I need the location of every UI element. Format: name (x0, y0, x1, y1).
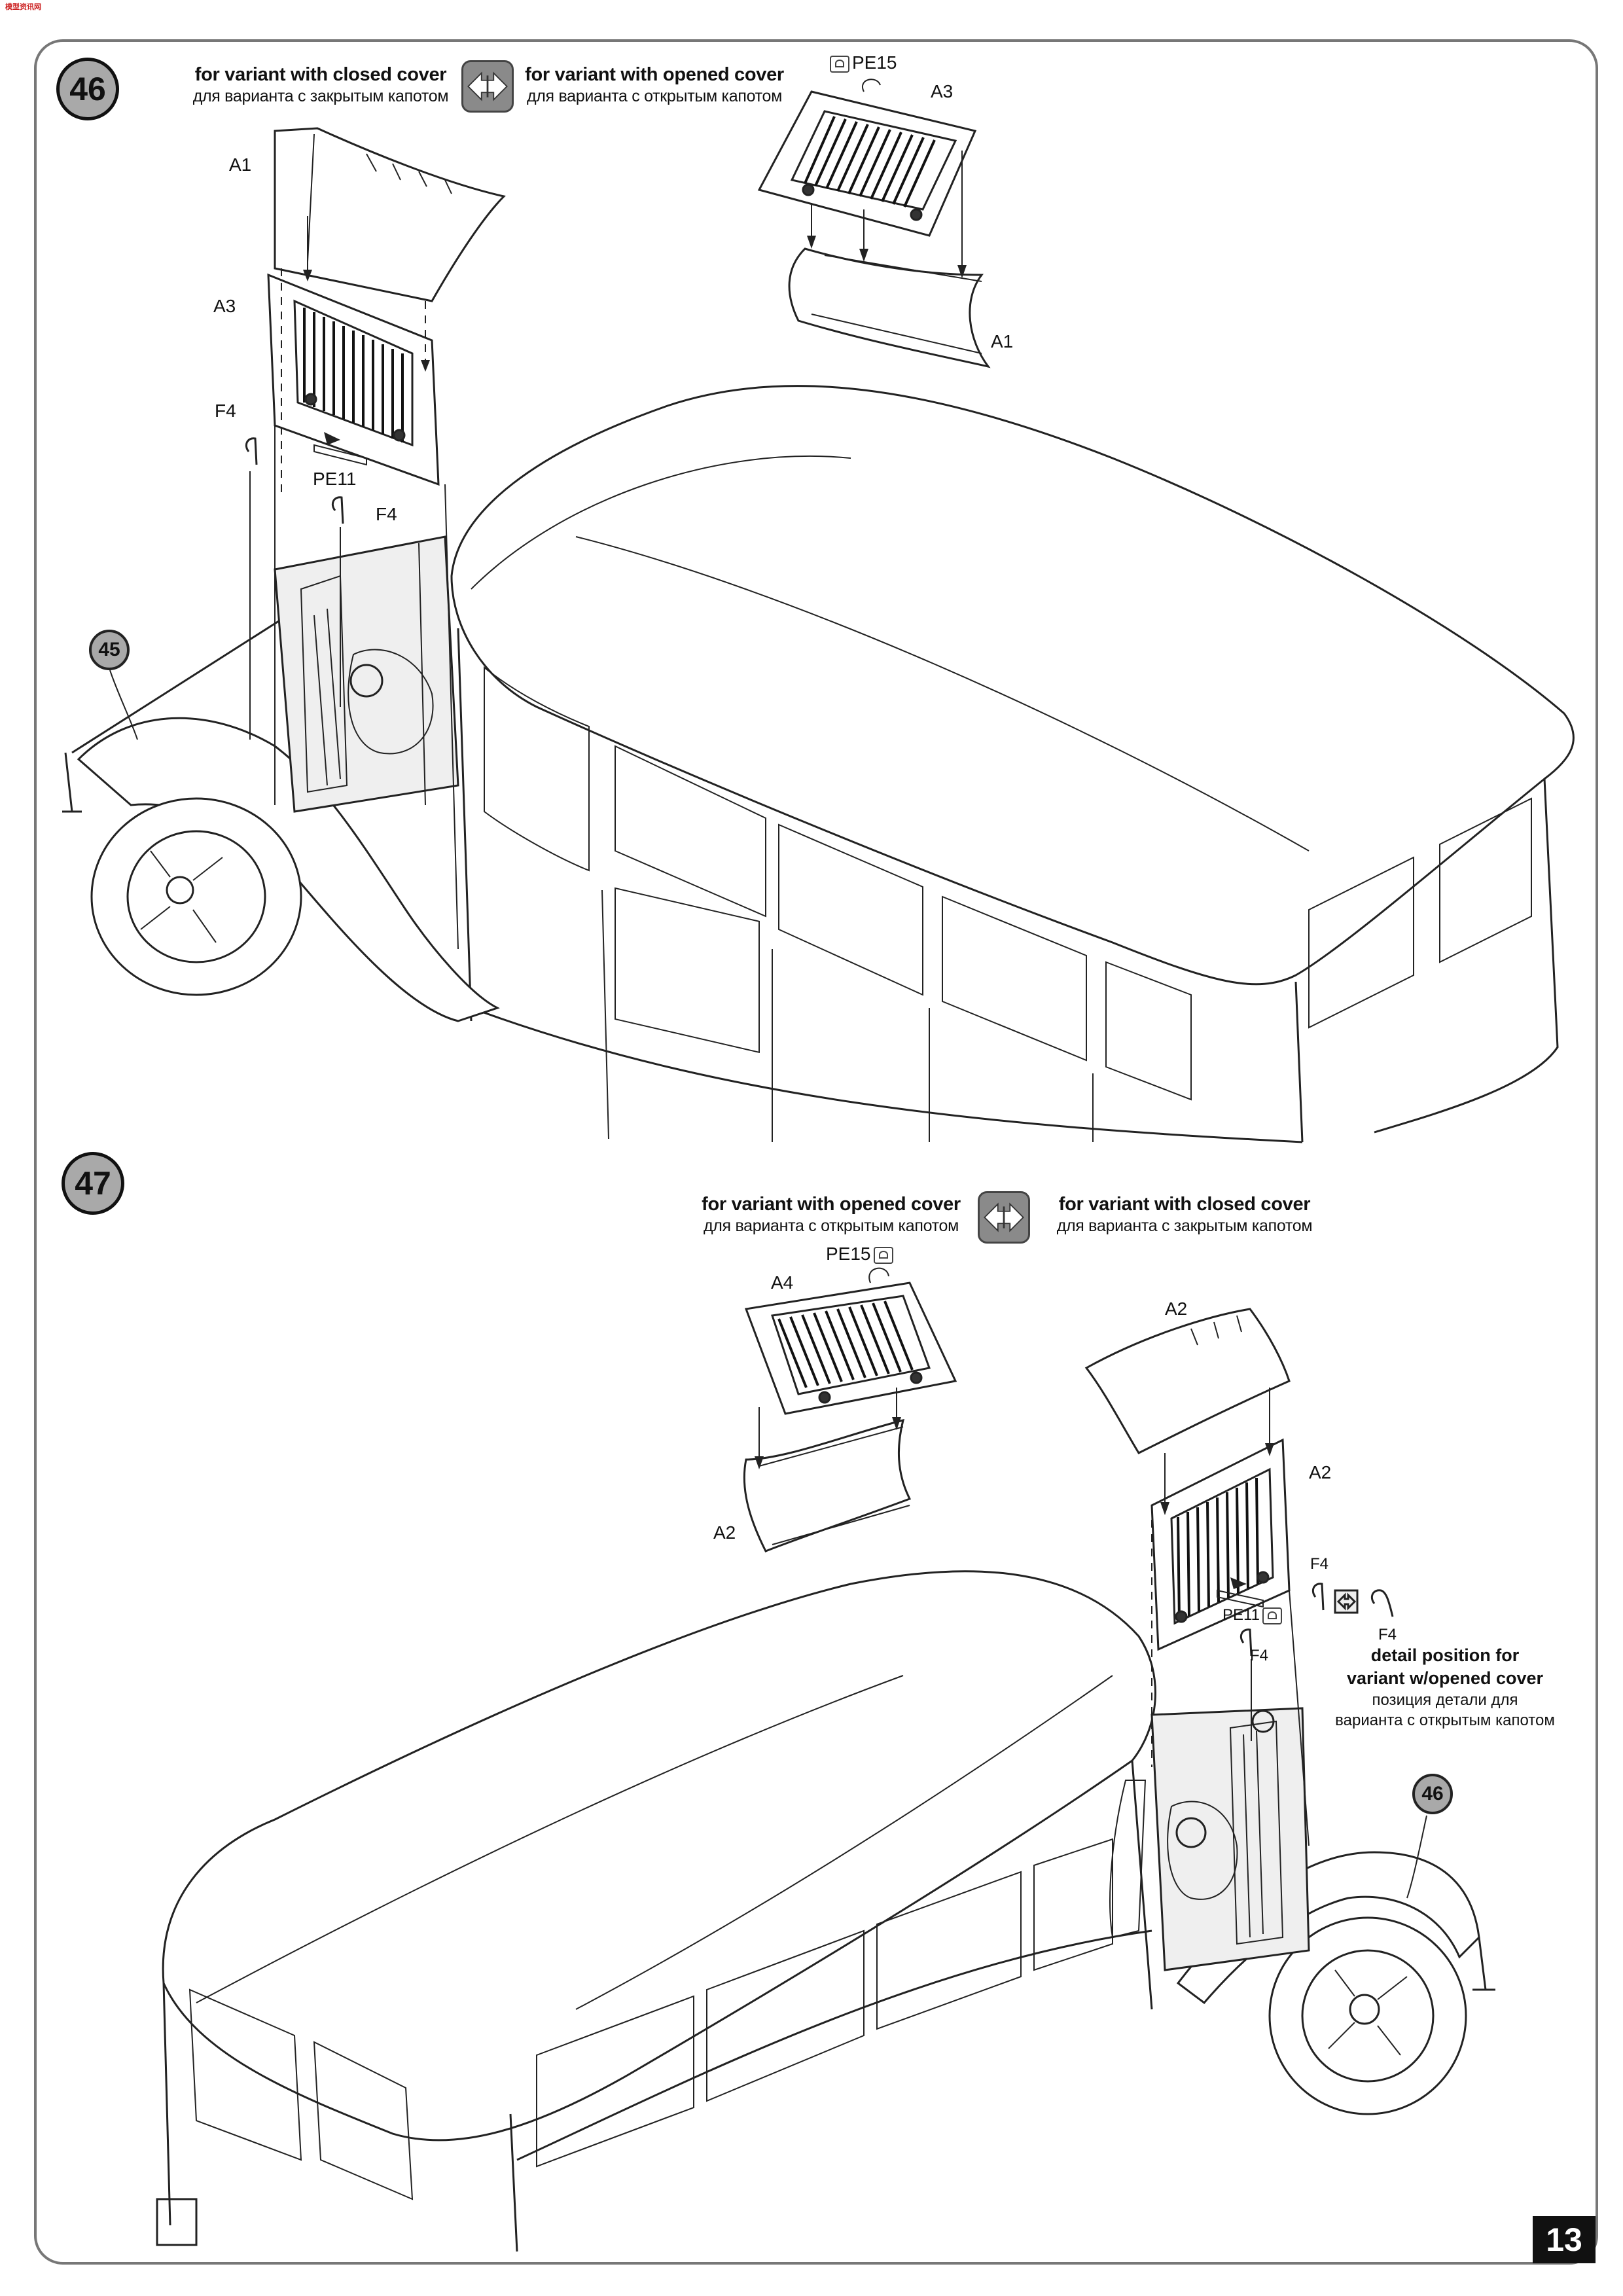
part-label-f4: F4 (376, 504, 397, 524)
step46-caption-opened: for variant with opened cover для вариан… (524, 63, 785, 107)
part-label-a2: A2 (713, 1522, 736, 1543)
step46-left-exploded (245, 127, 506, 950)
caption-ru: для варианта с закрытым капотом (1056, 1217, 1313, 1236)
part-label-pe15: PE15 (826, 1244, 896, 1265)
part-label-f4: F4 (215, 401, 236, 421)
part-label-a4: A4 (771, 1272, 794, 1293)
step46-bus-drawing (62, 385, 1575, 1143)
detail-position-note: detail position for variant w/opened cov… (1335, 1645, 1555, 1730)
caption-ru: для варианта с закрытым капотом (192, 87, 449, 106)
step-46-badge: 46 (56, 58, 119, 120)
part-label-a2: A2 (1309, 1462, 1332, 1482)
step-47-badge: 47 (62, 1152, 124, 1215)
caption-en: for variant with closed cover (1058, 1194, 1311, 1215)
corner-logo: 模型资讯网 (5, 3, 41, 11)
step-46-reference-badge: 46 (1412, 1774, 1453, 1814)
step-45-reference-badge: 45 (89, 630, 130, 670)
step47-caption-opened: for variant with opened cover для вариан… (694, 1193, 969, 1237)
caption-en: for variant with opened cover (525, 64, 784, 85)
part-label-f4: F4 (1310, 1555, 1329, 1573)
part-label-pe11: PE11 (1222, 1606, 1285, 1624)
caption-ru: для варианта с открытым капотом (703, 1217, 959, 1236)
part-label-pe11: PE11 (313, 469, 357, 489)
photo-etch-icon (830, 55, 849, 73)
step47-left-exploded (743, 1267, 957, 1552)
part-label-a3: A3 (213, 296, 236, 316)
step47-caption-closed: for variant with closed cover для вариан… (1047, 1193, 1322, 1237)
page-frame (34, 39, 1598, 2265)
part-label-f4: F4 (1378, 1626, 1397, 1643)
step47-bus-drawing (156, 1570, 1495, 2252)
part-label-pe15: PE15 (827, 52, 897, 73)
step45-leader-line (109, 670, 138, 740)
page-number: 13 (1533, 2216, 1596, 2263)
caption-en: for variant with closed cover (194, 64, 447, 85)
part-label-f4: F4 (1250, 1647, 1269, 1664)
photo-etch-icon (873, 1246, 893, 1264)
step46-caption-closed: for variant with closed cover для вариан… (183, 63, 458, 107)
double-arrow-swap-icon (461, 60, 514, 113)
caption-en: for variant with opened cover (702, 1194, 961, 1215)
step47-right-exploded (1084, 1308, 1427, 1899)
caption-ru: для варианта с открытым капотом (526, 87, 783, 106)
photo-etch-icon (1262, 1607, 1282, 1624)
double-arrow-swap-icon (978, 1191, 1030, 1244)
part-label-a3: A3 (931, 81, 954, 101)
part-label-a1: A1 (229, 154, 252, 175)
part-label-a2: A2 (1165, 1299, 1188, 1319)
part-label-a1: A1 (991, 331, 1014, 351)
step46-right-exploded (757, 79, 991, 368)
